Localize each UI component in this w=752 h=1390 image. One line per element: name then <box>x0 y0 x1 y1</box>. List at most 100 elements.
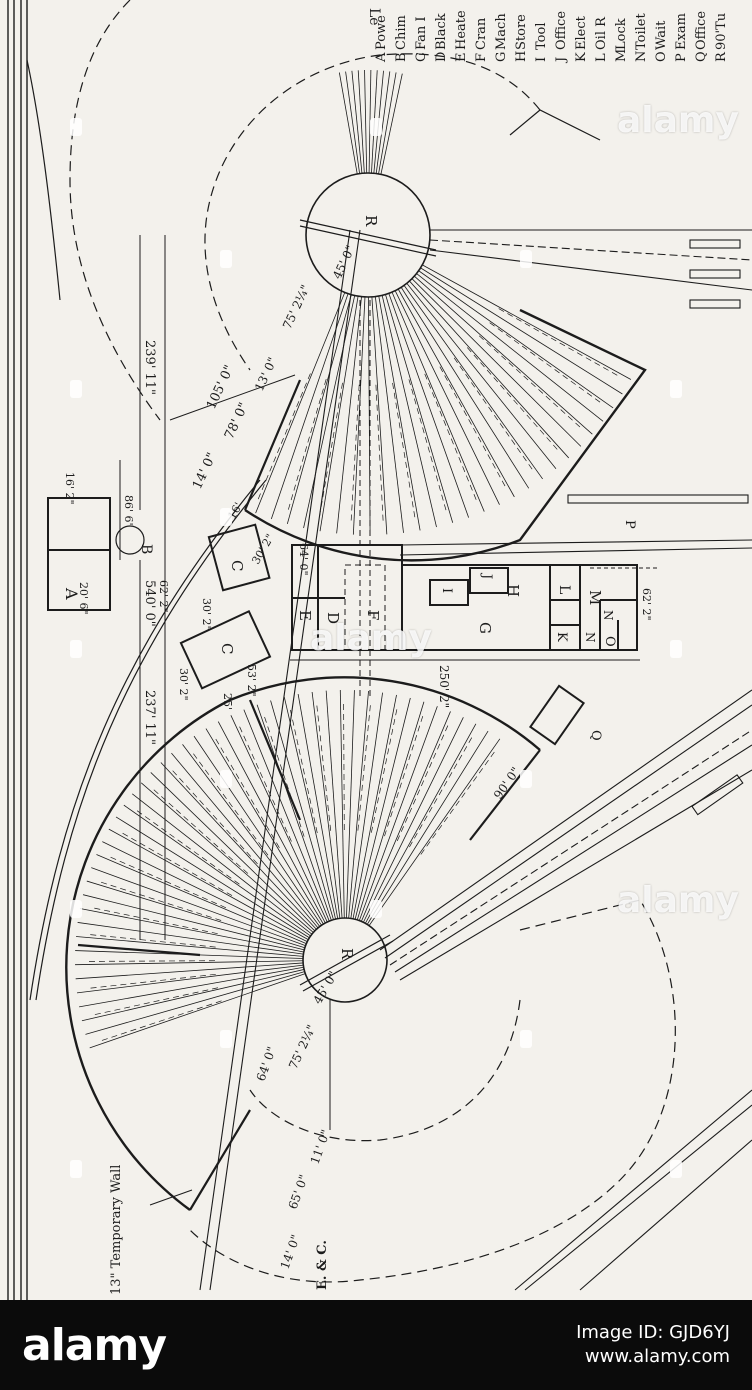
legend-text-P: Exam <box>674 13 689 50</box>
upper-stall-pit <box>489 322 604 405</box>
lower-stall-pit <box>316 701 332 831</box>
upper-stall-pit <box>318 382 343 521</box>
lower-exit-tracks <box>379 689 752 1291</box>
lower-stall-track <box>368 738 501 926</box>
label-K: K <box>554 632 569 642</box>
dim-86-6: 86' 6" <box>122 495 135 528</box>
upper-stall-track <box>286 294 352 525</box>
legend-key-G: G <box>494 52 509 62</box>
lower-stall-track <box>348 690 369 919</box>
lower-stall-track <box>297 694 339 919</box>
legend-heading: Le <box>366 8 382 26</box>
label-D: D <box>324 612 342 624</box>
dim-250-2: 250' 2" <box>437 665 451 708</box>
site-url[interactable]: www.alamy.com <box>584 1346 730 1367</box>
dim-90-0: 90' 0" <box>491 765 523 802</box>
dim-78-0: 78' 0" <box>222 400 252 441</box>
upper-stall-pit <box>466 347 561 453</box>
dim-65-0: 65' 0" <box>286 1173 311 1211</box>
lower-stall-pit <box>85 960 216 962</box>
dim-239-11: 239' 11" <box>142 340 157 395</box>
label-R-upper: R <box>362 215 380 227</box>
lower-stall-track <box>230 715 328 923</box>
upper-stall-track <box>414 275 593 435</box>
area-letters: A B C C D E F G H I J K L M N N O P Q R … <box>62 215 637 960</box>
lower-stall-pit <box>86 933 216 948</box>
dim-30-2-a: 30' 2" <box>200 598 213 631</box>
dim-53-2: 53' 2" <box>245 664 258 697</box>
lower-stall-track <box>96 854 307 944</box>
watermark-dot-8 <box>70 640 82 658</box>
lower-stall-track <box>79 966 304 1008</box>
legend-text-E: Heate <box>454 10 469 50</box>
upper-top-ray <box>368 70 372 174</box>
lower-stall-track <box>108 828 309 940</box>
upper-stall-pit <box>439 366 508 490</box>
upper-stall-pit <box>256 373 311 503</box>
upper-stall-track <box>418 270 614 409</box>
legend-key-A: A <box>374 52 389 63</box>
upper-stall-track <box>388 293 470 518</box>
lower-stall-track <box>356 701 425 920</box>
lower-stall-track <box>75 950 304 959</box>
lower-stall-pit <box>150 786 249 874</box>
upper-exit-tracks <box>399 229 752 556</box>
legend-key-M: M <box>614 49 629 62</box>
lower-stall-track <box>140 782 314 933</box>
lower-stall-track <box>346 690 355 919</box>
label-G: G <box>476 622 494 634</box>
dim-14-0-top: 14' 0" <box>190 450 220 491</box>
watermark-dot-15 <box>520 1030 532 1048</box>
lower-stall-track <box>354 697 411 920</box>
label-E: E <box>296 610 314 621</box>
upper-top-ray <box>351 70 363 174</box>
lower-stall-track <box>160 762 317 930</box>
legend-key-N: N <box>634 51 649 62</box>
label-Q: Q <box>588 730 603 741</box>
upper-stall-pit <box>286 378 327 514</box>
upper-stall-pit <box>350 384 360 525</box>
lower-stall-track <box>361 711 451 922</box>
label-M: M <box>586 590 604 605</box>
lower-stall-track <box>79 908 304 953</box>
lower-stall-track <box>75 962 304 980</box>
dimension-lines <box>119 235 660 1130</box>
lower-roundhouse-stalls <box>75 690 501 1049</box>
lower-stall-pit <box>409 733 475 848</box>
lower-stall-pit <box>370 705 399 833</box>
chimney <box>115 525 145 555</box>
stock-banner: alamy Image ID: GJD6YJ www.alamy.com <box>0 1300 752 1390</box>
watermark-dot-13 <box>370 900 382 918</box>
watermark-dot-12 <box>70 900 82 918</box>
lower-stall-track <box>76 964 304 994</box>
dim-16-2: 16' 2" <box>63 472 76 505</box>
lower-stall-track <box>115 816 310 939</box>
label-L: L <box>556 585 572 594</box>
lower-stall-track <box>243 709 330 922</box>
legend-key-D: D <box>434 52 449 62</box>
lower-stall-track <box>256 704 332 921</box>
watermark-dot-5 <box>70 380 82 398</box>
upper-stall-track <box>319 296 359 532</box>
upper-top-ray <box>357 70 365 174</box>
lower-stall-track <box>270 700 334 920</box>
lower-stall-pit <box>289 705 318 834</box>
lower-stall-track <box>205 728 324 925</box>
upper-stall-track <box>371 296 388 535</box>
lower-stall-track <box>193 735 322 926</box>
lower-stall-pit <box>90 906 218 935</box>
lower-stall-pit <box>169 767 258 865</box>
upper-stall-pit <box>453 357 535 473</box>
lower-stall-track <box>91 867 306 947</box>
lower-stall-track <box>171 752 319 929</box>
upper-stall-track <box>391 292 485 512</box>
legend-key-E: E <box>454 53 469 63</box>
label-C-fan-1: C <box>228 560 246 571</box>
lower-stall-pit <box>97 880 222 921</box>
legend-key-B: B <box>394 52 409 62</box>
watermark-1: alamy <box>617 100 739 141</box>
legend-text-N: Toilet <box>634 13 649 50</box>
lower-stall-track <box>86 880 305 949</box>
upper-turntable-top-rays <box>338 70 403 175</box>
